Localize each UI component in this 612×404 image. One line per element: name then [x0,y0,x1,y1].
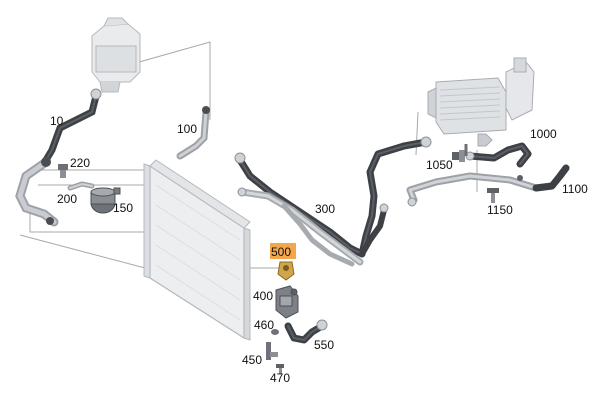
pump-150 [90,187,121,214]
label-1050[interactable]: 1050 [426,158,453,172]
hose-300 [234,136,432,267]
hose-100 [176,106,210,160]
radiator [143,159,251,341]
leader-reservoir [117,41,211,120]
hose-550 [284,319,328,344]
leader-intercooler [415,111,419,156]
label-10[interactable]: 10 [50,114,64,128]
label-100[interactable]: 100 [177,122,197,136]
highlight-box-500 [270,243,296,259]
hose-200 [15,157,59,227]
screw-470 [276,364,284,374]
clip-220 [58,164,68,178]
label-1100[interactable]: 1100 [562,182,588,196]
label-460[interactable]: 460 [254,318,274,332]
label-200[interactable]: 200 [57,192,77,206]
label-220[interactable]: 220 [70,156,90,170]
hose-1000 [465,142,532,168]
intercooler-module [427,57,535,147]
hose-1100 [406,164,570,207]
grommet-460 [271,329,279,335]
label-300[interactable]: 300 [315,202,335,216]
label-470[interactable]: 470 [270,371,290,385]
bolt-1150 [487,188,499,203]
label-400[interactable]: 400 [253,289,273,303]
label-450[interactable]: 450 [242,353,262,367]
label-1150[interactable]: 1150 [487,203,513,217]
label-550[interactable]: 550 [314,338,334,352]
bracket-450 [266,342,278,360]
expansion-reservoir [91,17,141,93]
part-labels: 10 100 220 200 150 300 500 400 460 550 4… [50,114,588,385]
leader-radiator [19,234,146,269]
label-150[interactable]: 150 [113,201,133,215]
hose-small-200 [67,181,95,191]
pump-400 [275,285,299,319]
clip-1050 [452,144,468,162]
connector-500 [277,261,295,281]
hose-10 [42,88,102,164]
label-1000[interactable]: 1000 [530,127,557,141]
label-500[interactable]: 500 [271,245,291,259]
